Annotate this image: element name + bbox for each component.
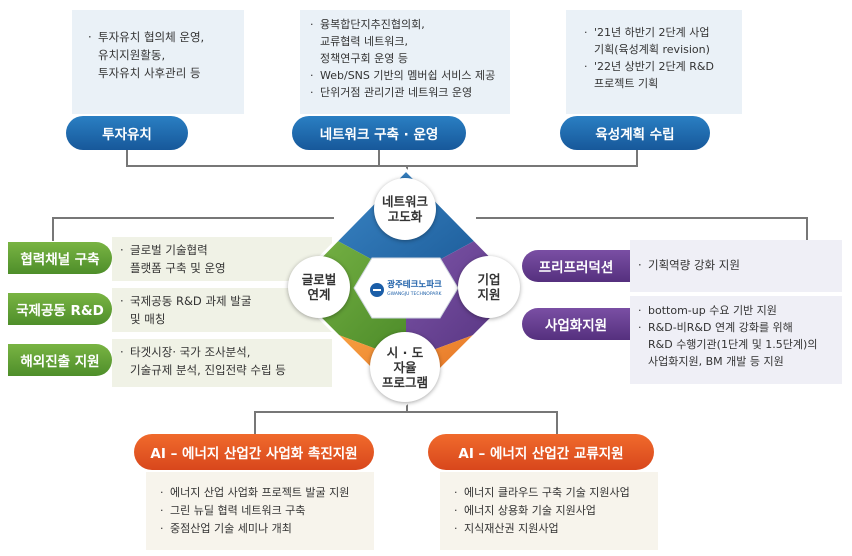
overseas-title: 해외진출 지원 xyxy=(20,354,100,370)
left-rnd-item: 국제공동 R&D 과제 발굴 및 매칭 xyxy=(120,292,326,328)
center-logo: 광주테크노파크 GWANGJU TECHNOPARK xyxy=(362,278,450,302)
center-circle-global: 글로벌 연계 xyxy=(288,256,350,318)
center-regional-label: 시 · 도 자율 프로그램 xyxy=(381,344,428,390)
rnd-title: 국제공동 R&D xyxy=(16,303,104,319)
left-channel-item: 글로벌 기술협력 플랫폼 구축 및 운영 xyxy=(120,241,326,277)
center-circle-network: 네트워크 고도화 xyxy=(374,178,436,240)
commercial-pill: 사업화지원 xyxy=(522,308,630,340)
top-plan-item: '21년 하반기 2단계 사업 기획(육성계획 revision) xyxy=(584,24,734,58)
top-box-network: 융복합단지추진협의회, 교류협력 네트워크, 정책연구회 운영 등 Web/SN… xyxy=(300,10,510,114)
bottom-exchange-item: 에너지 클라우드 구축 기술 지원사업 xyxy=(454,484,654,502)
top-plan-item: '22년 상반기 2단계 R&D 프로젝트 기획 xyxy=(584,58,734,92)
center-network-label: 네트워크 고도화 xyxy=(381,194,428,224)
commercial-title: 사업화지원 xyxy=(544,318,608,334)
bottom-pill-exchange: AI – 에너지 산업간 교류지원 xyxy=(428,434,654,470)
logo-mark-icon xyxy=(370,283,385,297)
right-box-commercial: bottom-up 수요 기반 지원 R&D-비R&D 연계 강화를 위해 R&… xyxy=(630,296,842,384)
investment-pill: 투자유치 xyxy=(66,116,188,150)
bottom-promotion-item: 중점산업 기술 세미나 개최 xyxy=(160,520,370,538)
exchange-title: AI – 에너지 산업간 교류지원 xyxy=(458,446,624,462)
overseas-pill: 해외진출 지원 xyxy=(8,344,112,376)
logo-subtext: GWANGJU TECHNOPARK xyxy=(387,292,442,297)
center-company-label: 기업 지원 xyxy=(477,272,501,302)
center-circle-company: 기업 지원 xyxy=(458,256,520,318)
bottom-box-promotion: 에너지 산업 사업화 프로젝트 발굴 지원 그린 뉴딜 협력 네트워크 구축 중… xyxy=(146,472,374,550)
top-box-investment: 투자유치 협의체 운영, 유치지원활동, 투자유치 사후관리 등 xyxy=(72,10,244,114)
channel-pill: 협력채널 구축 xyxy=(8,242,112,274)
left-overseas-item: 타겟시장· 국가 조사분석, 기술규제 분석, 진입전략 수립 등 xyxy=(120,343,326,379)
plan-pill: 육성계획 수립 xyxy=(560,116,710,150)
bottom-box-exchange: 에너지 클라우드 구축 기술 지원사업 에너지 상용화 기술 지원사업 지식재산… xyxy=(440,472,658,550)
bottom-promotion-item: 그린 뉴딜 협력 네트워크 구축 xyxy=(160,502,370,520)
right-box-preproduction: 기획역량 강화 지원 xyxy=(630,240,842,292)
bottom-exchange-item: 지식재산권 지원사업 xyxy=(454,520,654,538)
channel-title: 협력채널 구축 xyxy=(20,252,100,268)
preproduction-title: 프리프러덕션 xyxy=(538,260,614,276)
right-commercial-item: R&D-비R&D 연계 강화를 위해 R&D 수행기관(1단계 및 1.5단계)… xyxy=(638,319,838,370)
top-network-item: 단위거점 관리기관 네트워크 운영 xyxy=(310,84,504,101)
bottom-exchange-item: 에너지 상용화 기술 지원사업 xyxy=(454,502,654,520)
right-commercial-item: bottom-up 수요 기반 지원 xyxy=(638,302,838,319)
bottom-promotion-item: 에너지 산업 사업화 프로젝트 발굴 지원 xyxy=(160,484,370,502)
center-circle-regional: 시 · 도 자율 프로그램 xyxy=(370,332,440,402)
center-global-label: 글로벌 연계 xyxy=(301,272,337,302)
right-preproduction-item: 기획역량 강화 지원 xyxy=(638,256,836,274)
network-title: 네트워크 구축 · 운영 xyxy=(319,127,439,143)
promotion-title: AI – 에너지 산업간 사업화 촉진지원 xyxy=(150,446,358,462)
preproduction-pill: 프리프러덕션 xyxy=(522,250,630,282)
top-investment-item: 투자유치 협의체 운영, 유치지원활동, 투자유치 사후관리 등 xyxy=(88,28,234,82)
rnd-pill: 국제공동 R&D xyxy=(8,293,112,325)
left-box-overseas: 타겟시장· 국가 조사분석, 기술규제 분석, 진입전략 수립 등 xyxy=(112,339,332,387)
network-pill: 네트워크 구축 · 운영 xyxy=(292,116,466,150)
top-box-plan: '21년 하반기 2단계 사업 기획(육성계획 revision) '22년 상… xyxy=(566,10,742,114)
bottom-pill-promotion: AI – 에너지 산업간 사업화 촉진지원 xyxy=(134,434,374,470)
top-network-item: 융복합단지추진협의회, 교류협력 네트워크, 정책연구회 운영 등 xyxy=(310,16,504,67)
logo-text: 광주테크노파크 xyxy=(387,280,442,290)
top-network-item: Web/SNS 기반의 멤버쉽 서비스 제공 xyxy=(310,67,504,84)
investment-title: 투자유치 xyxy=(102,127,152,143)
plan-title: 육성계획 수립 xyxy=(595,127,675,143)
